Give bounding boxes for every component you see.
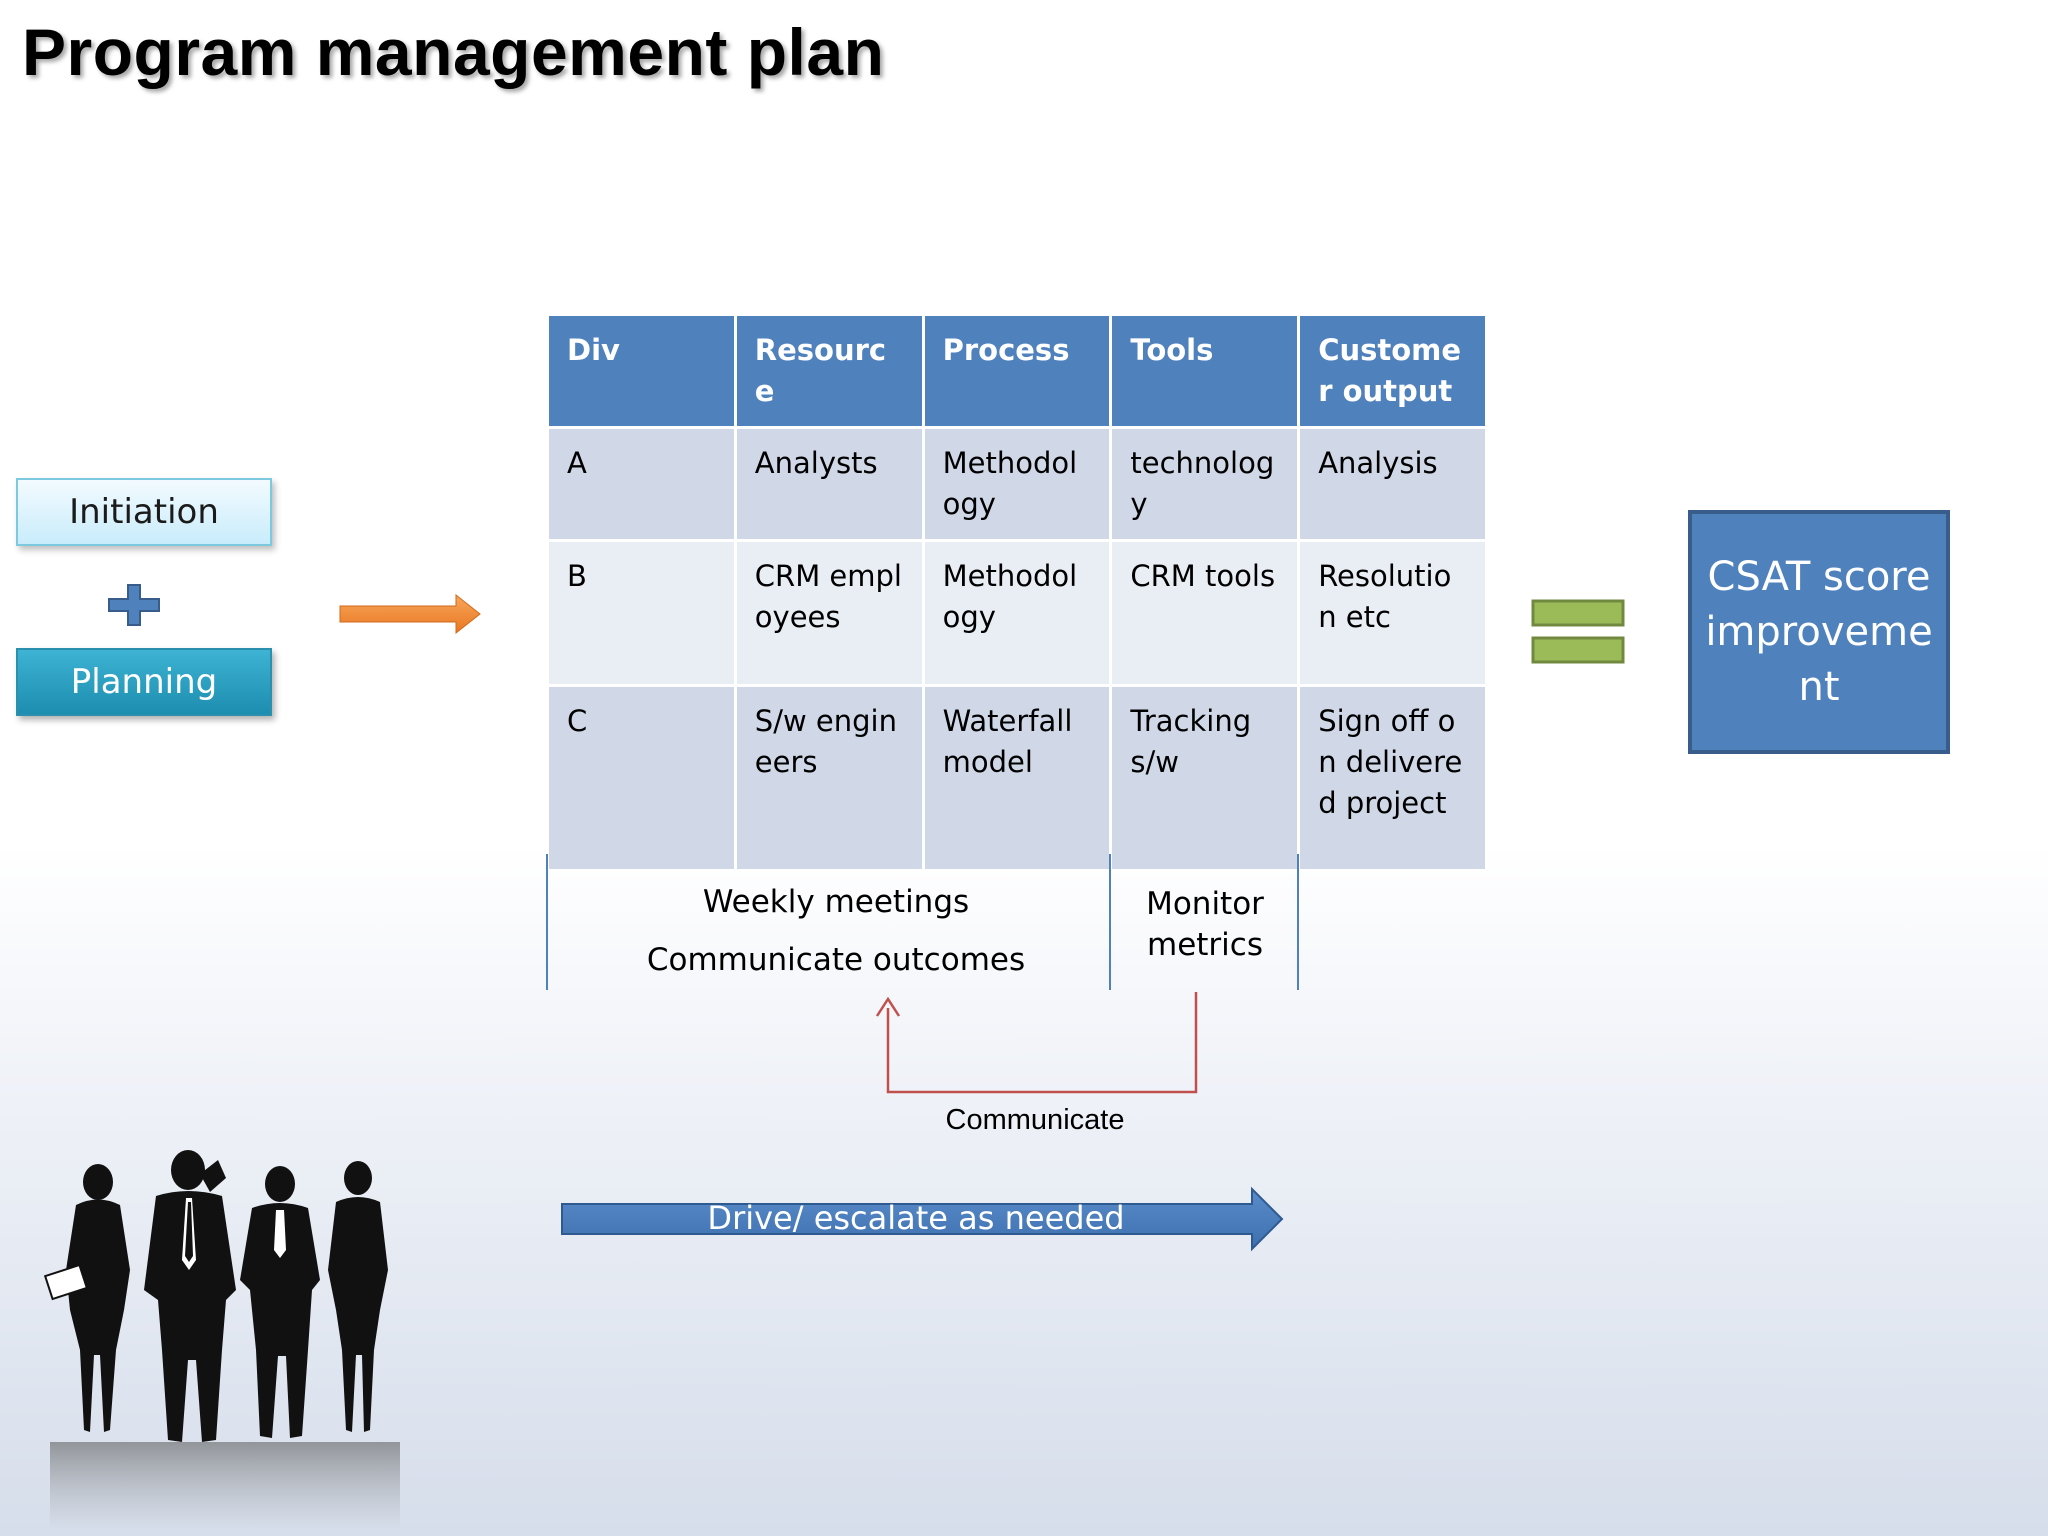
csat-score-box: CSAT score improvement <box>1688 510 1950 754</box>
weekly-meetings-label: Weekly meetings <box>702 884 970 920</box>
cell-div: B <box>549 542 734 684</box>
planning-box: Planning <box>16 648 272 716</box>
cell-customer-output: Analysis <box>1300 429 1485 539</box>
orange-arrow-icon <box>339 593 481 635</box>
feedback-loop-arrow-icon <box>875 992 1198 1094</box>
communicate-label: Communicate <box>945 1104 1125 1136</box>
cell-resource: S/w engineers <box>736 687 922 869</box>
cell-tools: CRM tools <box>1112 542 1298 684</box>
table-row: A Analysts Methodology technology Analys… <box>549 429 1485 539</box>
header-tools: Tools <box>1112 316 1298 426</box>
program-table: Div Resource Process Tools Customer outp… <box>546 313 1488 872</box>
header-customer-output: Customer output <box>1300 316 1485 426</box>
divider-line <box>546 854 548 990</box>
cell-customer-output: Sign off on delivered project <box>1300 687 1485 869</box>
header-div: Div <box>549 316 734 426</box>
cell-process: Methodology <box>924 542 1110 684</box>
drive-arrow-icon <box>561 1186 1284 1252</box>
cell-div: C <box>549 687 734 869</box>
header-resource: Resource <box>736 316 922 426</box>
divider-line <box>1297 854 1299 990</box>
cell-process: Methodology <box>924 429 1110 539</box>
cell-resource: Analysts <box>736 429 922 539</box>
divider-line <box>1109 854 1111 990</box>
cell-div: A <box>549 429 734 539</box>
cell-resource: CRM employees <box>736 542 922 684</box>
page-title: Program management plan <box>22 15 885 89</box>
equals-icon <box>1531 599 1625 664</box>
cell-tools: technology <box>1112 429 1298 539</box>
table-header-row: Div Resource Process Tools Customer outp… <box>549 316 1485 426</box>
monitor-metrics-label: Monitor metrics <box>1146 886 1264 963</box>
drive-escalate-label: Drive/ escalate as needed <box>707 1199 1125 1237</box>
communicate-outcomes-label: Communicate outcomes <box>646 942 1026 978</box>
table-row: B CRM employees Methodology CRM tools Re… <box>549 542 1485 684</box>
plus-icon <box>108 584 160 626</box>
cell-customer-output: Resolution etc <box>1300 542 1485 684</box>
initiation-box: Initiation <box>16 478 272 546</box>
table-row: C S/w engineers Waterfall model Tracking… <box>549 687 1485 869</box>
cell-process: Waterfall model <box>924 687 1110 869</box>
header-process: Process <box>924 316 1110 426</box>
cell-tools: Tracking s/w <box>1112 687 1298 869</box>
business-people-silhouette-icon <box>43 1150 400 1530</box>
